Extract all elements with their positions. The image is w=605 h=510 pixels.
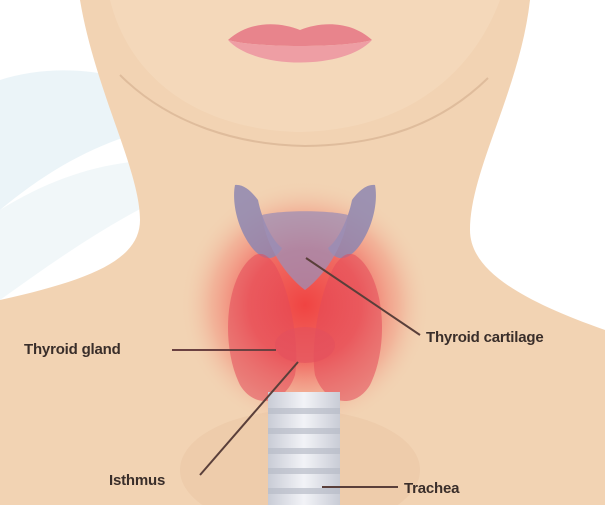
label-thyroid-gland: Thyroid gland [24, 341, 121, 358]
label-isthmus: Isthmus [109, 472, 165, 489]
isthmus-shape [275, 327, 335, 363]
label-thyroid-cartilage: Thyroid cartilage [426, 329, 543, 346]
trachea-shape [268, 392, 340, 505]
label-trachea: Trachea [404, 480, 459, 497]
